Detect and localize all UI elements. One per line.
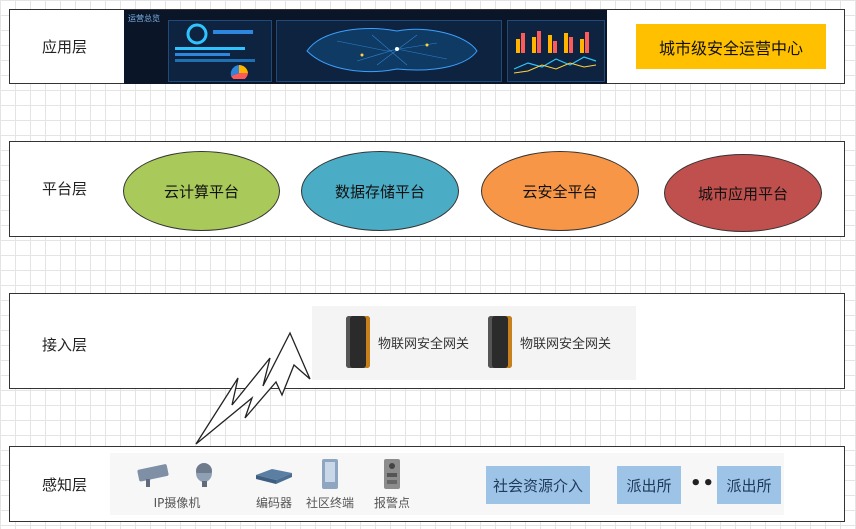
device-community-terminal: 社区终端: [306, 457, 354, 511]
device-ip-camera-label: IP摄像机: [153, 496, 201, 510]
police-station-box: 派出所: [617, 466, 681, 504]
layer-label-perception: 感知层: [42, 476, 88, 494]
cloud-security-platform: 云安全平台: [481, 151, 639, 231]
device-encoder: 编码器: [250, 459, 298, 511]
dashboard-screenshot: 运营总览: [124, 10, 607, 84]
data-storage-platform: 数据存储平台: [301, 151, 459, 231]
police-station-box: 派出所: [717, 466, 781, 504]
cloud-security-platform-label: 云安全平台: [522, 182, 598, 201]
gateway-device-icon: [488, 316, 512, 368]
gateway-strip: 物联网安全网关 物联网安全网关: [312, 306, 636, 380]
iot-gateway-label: 物联网安全网关: [378, 336, 470, 352]
dashboard-map-panel: [276, 20, 502, 82]
layer-label-application: 应用层: [42, 38, 88, 56]
security-operations-center-box: 城市级安全运营中心: [636, 24, 826, 69]
gateway-device-icon: [346, 316, 370, 368]
dashboard-left-panel: [168, 20, 272, 82]
dashboard-title: 运营总览: [128, 14, 160, 23]
perception-layer: 感知层 IP摄像机 编码器 社区终端: [9, 446, 845, 522]
alarm-point-icon: [384, 459, 400, 489]
access-layer: 接入层 物联网安全网关 物联网安全网关: [9, 293, 845, 389]
city-application-platform: 城市应用平台: [664, 154, 822, 232]
encoder-icon: [256, 469, 292, 484]
device-alarm-point: 报警点: [372, 457, 412, 511]
dashboard-right-graphic: [513, 31, 597, 74]
application-layer: 应用层 运营总览: [9, 9, 845, 84]
city-application-platform-label: 城市应用平台: [697, 184, 788, 203]
dashboard-map-graphic: [306, 27, 478, 73]
cloud-computing-platform: 云计算平台: [123, 151, 280, 231]
iot-gateway: 物联网安全网关: [346, 312, 469, 372]
device-community-terminal-label: 社区终端: [306, 496, 355, 510]
device-alarm-point-label: 报警点: [373, 496, 410, 510]
dashboard-left-graphic: [175, 23, 255, 81]
device-encoder-label: 编码器: [255, 496, 292, 510]
device-ip-camera: IP摄像机: [132, 459, 222, 511]
platform-layer: 平台层 云计算平台 数据存储平台 云安全平台 城市应用平台: [9, 141, 845, 237]
layer-label-access: 接入层: [42, 336, 88, 354]
dashboard-right-panel: [507, 20, 605, 82]
iot-gateway-label: 物联网安全网关: [520, 336, 612, 352]
data-storage-platform-label: 数据存储平台: [334, 182, 425, 201]
camera-icon: [137, 463, 212, 487]
iot-gateway: 物联网安全网关: [488, 312, 611, 372]
social-resources-box: 社会资源介入: [486, 466, 590, 504]
device-strip: IP摄像机 编码器 社区终端 报警点 社: [110, 453, 784, 515]
community-terminal-icon: [322, 459, 338, 489]
cloud-computing-platform-label: 云计算平台: [163, 182, 239, 201]
layer-label-platform: 平台层: [42, 180, 88, 198]
